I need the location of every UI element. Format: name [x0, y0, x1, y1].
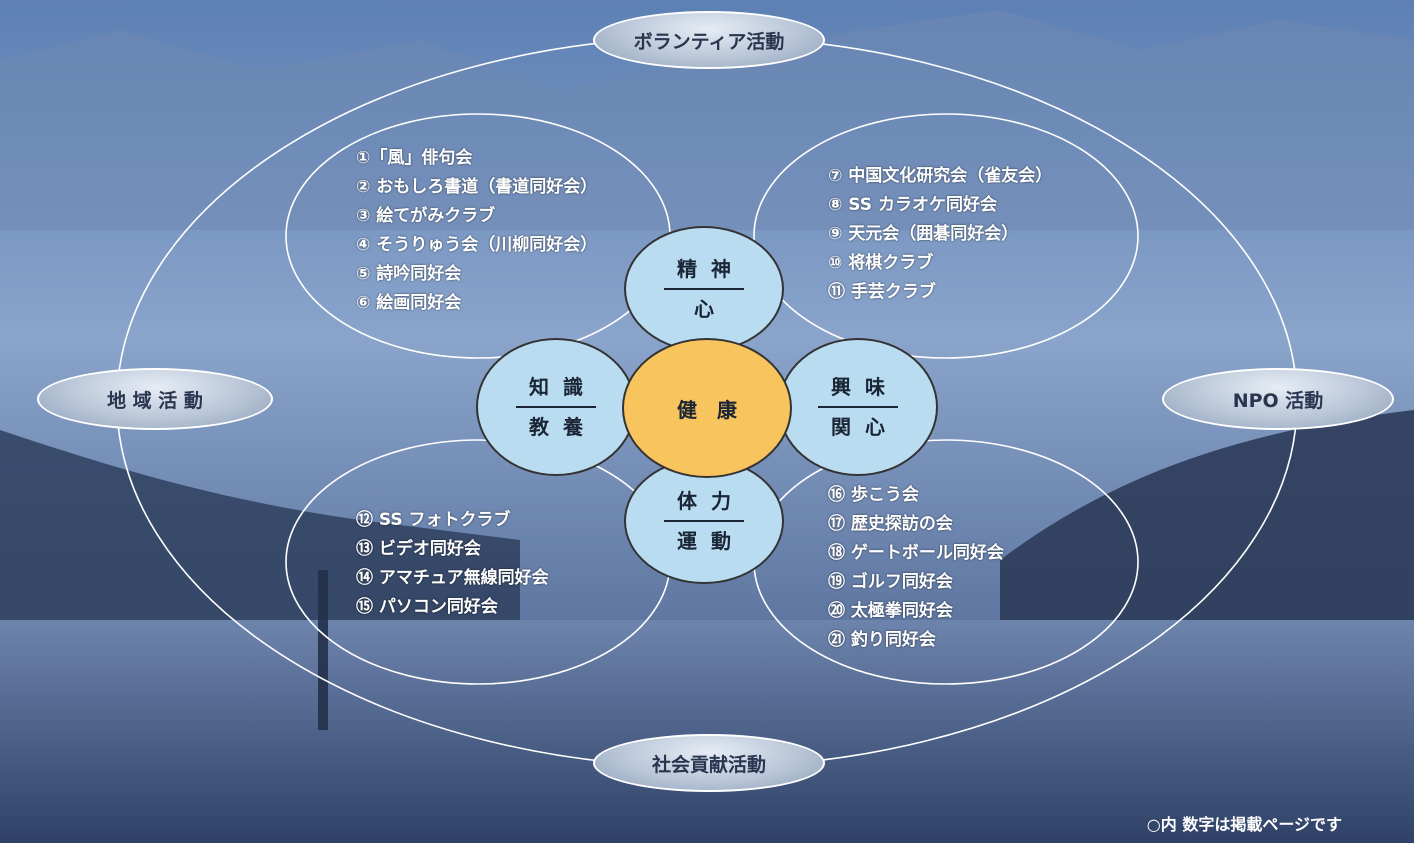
petal-strength-exercise: 体力 運動 [624, 458, 784, 584]
list-item: ⑯ 歩こう会 [828, 485, 919, 505]
list-item: ⑫ SS フォトクラブ [356, 510, 511, 530]
list-item: ⑬ ビデオ同好会 [356, 539, 481, 559]
club-list-bottom-left: ⑫ SS フォトクラブ ⑬ ビデオ同好会 ⑭ アマチュア無線同好会 ⑮ パソコン… [356, 506, 549, 622]
petal-line2: 心 [694, 297, 728, 321]
list-item: ⑨ 天元会（囲碁同好会） [828, 224, 1019, 244]
center-label: 健 康 [677, 397, 737, 422]
petal-line2: 関心 [831, 415, 899, 439]
petal-line1: 精神 [677, 257, 745, 281]
list-item: ② おもしろ書道（書道同好会） [356, 177, 598, 197]
club-list-top-right: ⑦ 中国文化研究会（雀友会） ⑧ SS カラオケ同好会 ⑨ 天元会（囲碁同好会）… [828, 162, 1052, 307]
petal-line2: 教養 [529, 415, 597, 439]
petal-knowledge-culture: 知識 教養 [476, 338, 636, 476]
petal-spirit-mind: 精神 心 [624, 226, 784, 352]
top-right-group-ellipse [753, 113, 1139, 359]
petal-line1: 知識 [529, 375, 597, 399]
list-item: ㉑ 釣り同好会 [828, 630, 936, 650]
petal-line2: 運動 [677, 529, 745, 553]
list-item: ④ そうりゅう会（川柳同好会） [356, 235, 598, 255]
petal-divider [664, 520, 744, 522]
list-item: ⑪ 手芸クラブ [828, 282, 936, 302]
list-item: ⑭ アマチュア無線同好会 [356, 568, 549, 588]
petal-divider [664, 288, 744, 290]
petal-divider [516, 406, 596, 408]
npo-activity-label: NPO 活動 [1162, 368, 1394, 430]
list-item: ⑲ ゴルフ同好会 [828, 572, 953, 592]
page-number-note: ○内 数字は掲載ページです [1146, 815, 1342, 834]
list-item: ⑳ 太極拳同好会 [828, 601, 953, 621]
club-list-top-left: ①「風」俳句会 ② おもしろ書道（書道同好会） ③ 絵てがみクラブ ④ そうりゅ… [356, 144, 597, 318]
list-item: ⑦ 中国文化研究会（雀友会） [828, 166, 1053, 186]
list-item: ⑩ 将棋クラブ [828, 253, 934, 273]
list-item: ⑤ 詩吟同好会 [356, 264, 462, 284]
list-item: ⑰ 歴史探訪の会 [828, 514, 953, 534]
list-item: ⑧ SS カラオケ同好会 [828, 195, 997, 215]
petal-line1: 興味 [831, 375, 899, 399]
petal-line1: 体力 [677, 489, 745, 513]
center-health: 健 康 [622, 338, 792, 478]
volunteer-activity-label: ボランティア活動 [593, 11, 825, 69]
petal-divider [818, 406, 898, 408]
list-item: ①「風」俳句会 [356, 148, 473, 168]
social-contribution-label: 社会貢献活動 [593, 734, 825, 792]
list-item: ⑥ 絵画同好会 [356, 293, 462, 313]
petal-interest-concern: 興味 関心 [778, 338, 938, 476]
list-item: ⑱ ゲートボール同好会 [828, 543, 1004, 563]
community-activity-label: 地 域 活 動 [37, 368, 273, 430]
list-item: ③ 絵てがみクラブ [356, 206, 496, 226]
list-item: ⑮ パソコン同好会 [356, 597, 498, 617]
club-list-bottom-right: ⑯ 歩こう会 ⑰ 歴史探訪の会 ⑱ ゲートボール同好会 ⑲ ゴルフ同好会 ⑳ 太… [828, 481, 1004, 655]
